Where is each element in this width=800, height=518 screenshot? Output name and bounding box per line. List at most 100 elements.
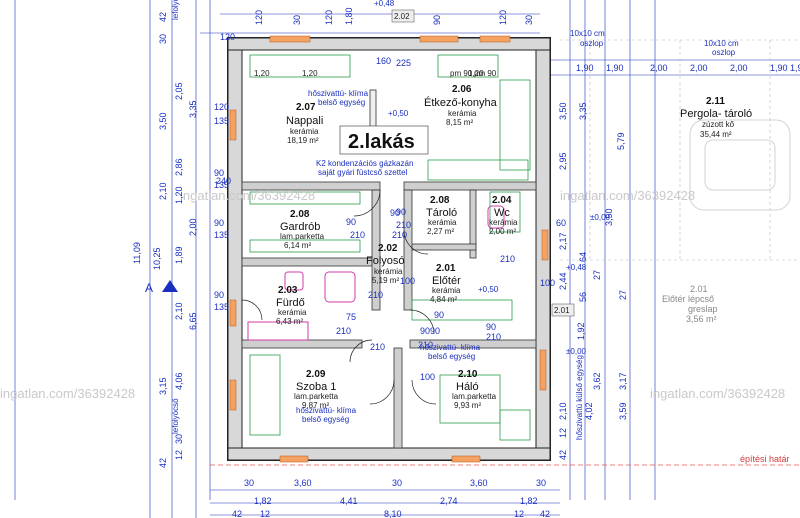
dimension-label: 42: [558, 450, 568, 460]
room-number: 2.02: [378, 243, 398, 254]
room-name: Nappali: [286, 115, 323, 127]
room-name: Háló: [456, 381, 479, 393]
dimension-label: 1,92: [576, 322, 586, 340]
room-floor: kerámia: [428, 218, 457, 227]
level: ±0,00: [566, 347, 587, 356]
note: építési határ: [740, 454, 790, 464]
dimension-label: 3,62: [592, 372, 602, 390]
room-name: Wc: [494, 207, 510, 219]
watermark-text-3: ingatlan.com/36392428: [650, 386, 785, 401]
room-number: 2.01: [436, 263, 456, 274]
dimension-label: 3,17: [618, 372, 628, 390]
room-floor: kerámia: [278, 308, 307, 317]
dimension-label: 120: [254, 10, 264, 25]
room-name: Fürdő: [276, 297, 305, 309]
note: belső egység: [428, 352, 475, 361]
section-marker: A: [145, 280, 178, 295]
room-floor: kerámia: [489, 218, 518, 227]
dimension-label: 64: [578, 252, 588, 262]
room-floor: kerámia: [290, 127, 319, 136]
dimension-label: 120: [324, 10, 334, 25]
interior-walls: [241, 89, 537, 449]
dimension-label: 120: [498, 10, 508, 25]
dimension-label: 240: [216, 176, 231, 186]
dimension-label: 30: [244, 478, 254, 488]
room-number: 2.07: [296, 102, 316, 113]
dimension-label: 4,02: [584, 402, 594, 420]
dimension-label: 1,20: [468, 69, 484, 78]
dimension-label: 1,20: [254, 69, 270, 78]
dimension-label: 5,79: [616, 132, 626, 150]
room-name: Előtér: [432, 275, 461, 287]
dimension-label: 30: [392, 478, 402, 488]
room-number: 2.11: [706, 96, 725, 107]
note: lefolyócső: [171, 398, 180, 434]
dimension-label: 90: [214, 168, 224, 178]
dimension-label: 3,59: [618, 402, 628, 420]
dimension-label: 90: [432, 15, 442, 25]
dimension-label: 100: [420, 372, 435, 382]
dimension-label: 210: [336, 326, 351, 336]
dimension-label: 3,50: [158, 112, 168, 130]
notes: hőszivattú- klíma belső egység K2 konden…: [171, 0, 790, 464]
dimension-label: 90: [214, 218, 224, 228]
dimension-label: 2,00: [690, 63, 708, 73]
dimension-label: 2,95: [558, 152, 568, 170]
level: ±0,00: [590, 213, 611, 222]
dimension-label: 12: [514, 509, 524, 518]
dimension-label: 1,90: [606, 63, 624, 73]
dimension-label: pm 90: [474, 69, 497, 78]
dimension-label: 135: [214, 180, 229, 190]
dimension-label: 90: [214, 290, 224, 300]
dimension-label: pm 90: [450, 69, 473, 78]
dimension-label: 3,15: [158, 377, 168, 395]
dimension-label: 120: [214, 102, 229, 112]
ref-tag: 2.01: [554, 306, 570, 315]
dimension-label: 6,65: [188, 312, 198, 330]
dimension-label: 2,17: [558, 232, 568, 250]
dimension-label: 10,25: [152, 247, 162, 270]
dimension-label: 30: [174, 434, 184, 444]
note: K2 kondenzációs gázkazán: [316, 159, 413, 168]
room-floor: lam.parketta: [294, 392, 339, 401]
dimension-label: 210: [350, 230, 365, 240]
note: 10x10 cm: [570, 29, 605, 38]
room-area: 6,14 m²: [284, 241, 311, 250]
dimension-label: 42: [158, 458, 168, 468]
note: oszlop: [580, 39, 604, 48]
dimension-label: 2,10: [174, 302, 184, 320]
dimension-label: 56: [578, 292, 588, 302]
dimension-label: 2,10: [558, 402, 568, 420]
room-name: Étkező-konyha: [424, 96, 498, 109]
dimension-label: 1,20: [302, 69, 318, 78]
room-number: 2.08: [430, 195, 450, 206]
dimension-label: 90: [396, 207, 406, 217]
note: hőszivattú- klíma: [420, 343, 481, 352]
room-floor: lam.parketta: [280, 232, 325, 241]
dimension-label: 90: [486, 322, 496, 332]
note: lefolyócső: [171, 0, 180, 20]
dimension-label: 120: [220, 32, 235, 42]
room-number: 2.03: [278, 285, 298, 296]
note: hőszivattú- klíma: [308, 89, 369, 98]
level: +0,48: [374, 0, 395, 8]
room-area: 9,93 m²: [454, 401, 481, 410]
dimension-label: 30: [158, 34, 168, 44]
dimension-label: 225: [396, 58, 411, 68]
dimension-label: 2,05: [174, 82, 184, 100]
dimension-label: 75: [346, 312, 356, 322]
room-area: 35,44 m²: [700, 130, 732, 139]
note: belső egység: [318, 98, 365, 107]
dimension-label: 160: [376, 56, 391, 66]
room-name: Előtér lépcső: [662, 294, 714, 304]
room-name: Szoba 1: [296, 381, 336, 393]
dimension-label: 2,44: [558, 272, 568, 290]
note: saját gyári füstcső szettel: [318, 168, 408, 177]
dimension-label: 210: [500, 254, 515, 264]
dimension-label: 3,50: [604, 208, 614, 226]
room-floor: kerámia: [448, 109, 477, 118]
dimension-label: 27: [592, 270, 602, 280]
title-frame: [339, 125, 429, 155]
bathroom-fixtures: [247, 205, 505, 341]
room-labels: 2.07 Nappali kerámia 18,19 m² 2.06 Étkez…: [276, 84, 752, 410]
